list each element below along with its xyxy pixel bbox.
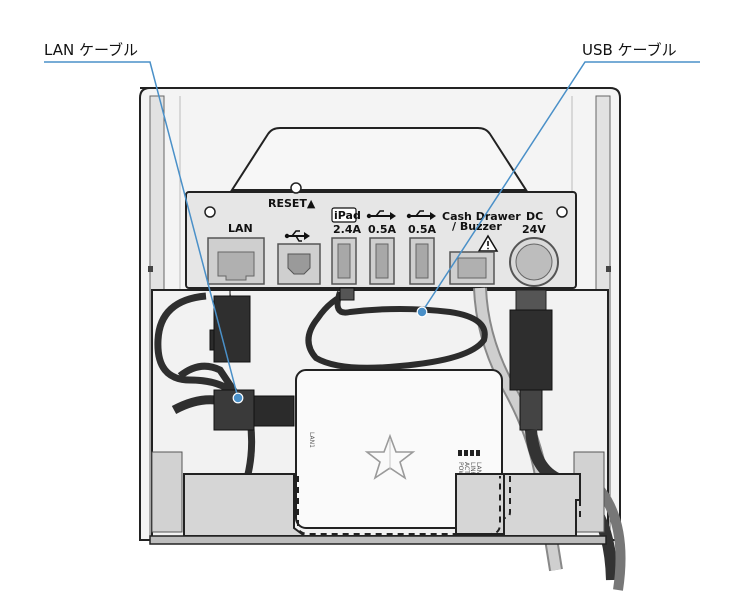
hub-led-label: LAN (475, 462, 482, 474)
hub-led-label: LINK (469, 462, 476, 477)
dc-port (509, 237, 559, 287)
usb2-current-label: 0.5A (408, 223, 436, 236)
bottom-tray (149, 451, 607, 545)
dc-label-line2: 24V (522, 223, 546, 236)
warning-icon (477, 234, 499, 252)
lan-cable-label: LAN ケーブル (44, 41, 138, 59)
star-logo-icon (364, 433, 416, 480)
hub-side-label: LAN1 (308, 432, 315, 448)
dc-label-line1: DC (526, 210, 543, 223)
usb-cable-callout: USB ケーブル (416, 41, 700, 318)
lan-port-label: LAN (228, 222, 253, 235)
usb-b-port (277, 243, 321, 285)
cash-drawer-label-line1: Cash Drawer (442, 210, 521, 223)
hub-led-label: ACT (463, 462, 470, 474)
usb-icon (366, 210, 396, 220)
ipad-current-label: 2.4A (333, 223, 361, 236)
lan-cable-callout: LAN ケーブル (44, 41, 244, 404)
usb-a-port-2 (409, 237, 435, 285)
usb-icon (284, 230, 310, 242)
reset-label: RESET▲ (268, 197, 316, 210)
connector-panel: RESET▲ LAN iPad 2.4A (185, 182, 577, 289)
cash-drawer-port (449, 251, 495, 285)
usb-icon (406, 210, 436, 220)
usb-a-port-1 (369, 237, 395, 285)
ipad-label: iPad (334, 209, 361, 222)
lan-port (207, 237, 265, 285)
usb-a-port-ipad (331, 237, 357, 285)
usb-cable-label: USB ケーブル (582, 41, 677, 59)
usb1-current-label: 0.5A (368, 223, 396, 236)
